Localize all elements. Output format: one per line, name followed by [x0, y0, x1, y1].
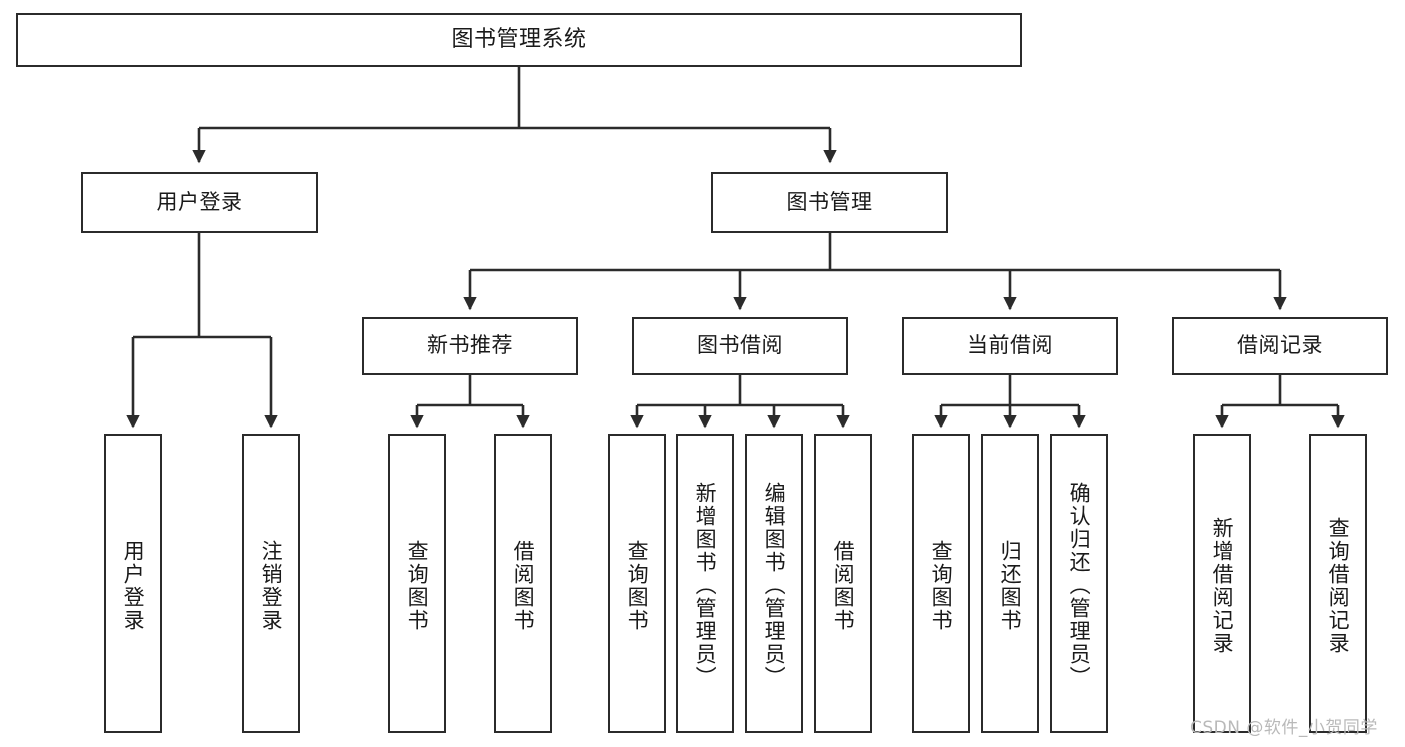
node-leaf-add-record-label: 新增借阅记录	[1210, 516, 1235, 655]
node-leaf-return-book[interactable]: 归还图书	[981, 434, 1039, 733]
node-leaf-add-book-label: 新增图书（管理员）	[693, 482, 718, 689]
node-book-manage[interactable]: 图书管理	[711, 172, 948, 233]
node-borrow-record[interactable]: 借阅记录	[1172, 317, 1388, 375]
node-leaf-query-record[interactable]: 查询借阅记录	[1309, 434, 1367, 733]
node-leaf-confirm-return[interactable]: 确认归还（管理员）	[1050, 434, 1108, 733]
node-leaf-add-book[interactable]: 新增图书（管理员）	[676, 434, 734, 733]
node-leaf-borrow-book-1-label: 借阅图书	[511, 539, 536, 632]
node-leaf-add-record[interactable]: 新增借阅记录	[1193, 434, 1251, 733]
node-leaf-query-book-2[interactable]: 查询图书	[608, 434, 666, 733]
node-leaf-query-book-1-label: 查询图书	[405, 539, 430, 632]
node-leaf-logout-login[interactable]: 注销登录	[242, 434, 300, 733]
watermark-text: CSDN @软件_小贺同学	[1190, 718, 1378, 738]
node-book-borrow[interactable]: 图书借阅	[632, 317, 848, 375]
node-leaf-query-book-2-label: 查询图书	[625, 539, 650, 632]
node-leaf-return-book-label: 归还图书	[998, 539, 1023, 632]
node-leaf-query-book-3[interactable]: 查询图书	[912, 434, 970, 733]
node-leaf-user-login-label: 用户登录	[121, 539, 146, 632]
node-leaf-edit-book-label: 编辑图书（管理员）	[762, 482, 787, 689]
node-leaf-query-book-3-label: 查询图书	[929, 539, 954, 632]
node-leaf-logout-login-label: 注销登录	[259, 539, 284, 632]
node-leaf-borrow-book-2-label: 借阅图书	[831, 539, 856, 632]
node-leaf-user-login[interactable]: 用户登录	[104, 434, 162, 733]
node-leaf-borrow-book-1[interactable]: 借阅图书	[494, 434, 552, 733]
node-leaf-edit-book[interactable]: 编辑图书（管理员）	[745, 434, 803, 733]
node-leaf-query-book-1[interactable]: 查询图书	[388, 434, 446, 733]
node-root[interactable]: 图书管理系统	[16, 13, 1022, 67]
node-new-book-recommend[interactable]: 新书推荐	[362, 317, 578, 375]
node-leaf-confirm-return-label: 确认归还（管理员）	[1067, 482, 1092, 689]
node-leaf-borrow-book-2[interactable]: 借阅图书	[814, 434, 872, 733]
node-leaf-query-record-label: 查询借阅记录	[1326, 516, 1351, 655]
node-user-login[interactable]: 用户登录	[81, 172, 318, 233]
node-current-borrow[interactable]: 当前借阅	[902, 317, 1118, 375]
